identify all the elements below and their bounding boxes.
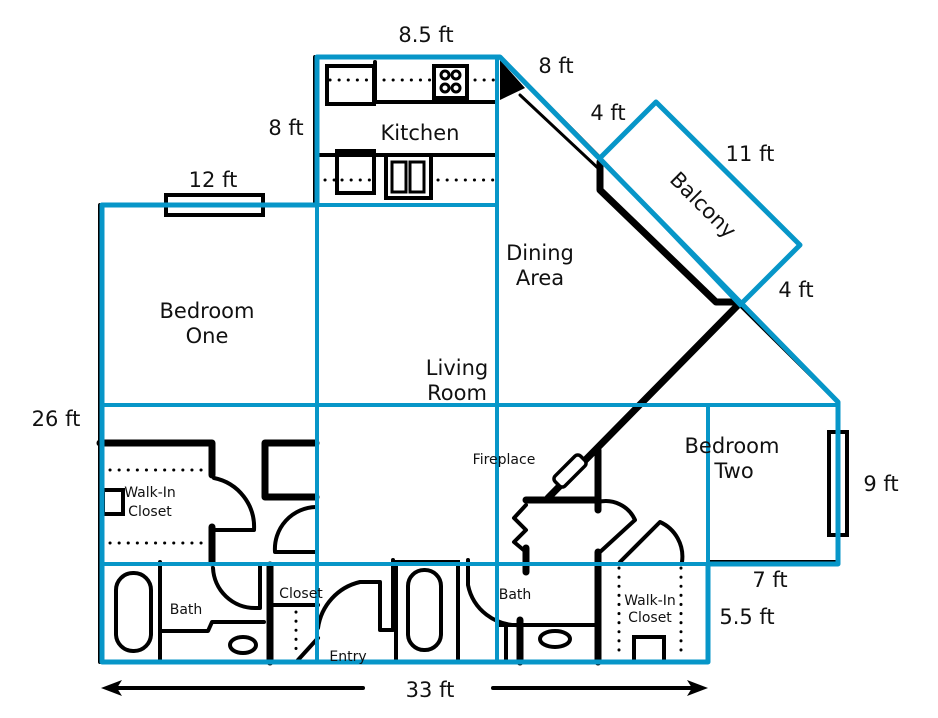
dim-balcony-length: 11 ft bbox=[726, 142, 775, 166]
dim-closet-height: 5.5 ft bbox=[719, 605, 774, 629]
arrow-right-icon bbox=[687, 680, 708, 696]
label-bedroom-two-1: Bedroom bbox=[685, 434, 780, 458]
label-walkin-left-1: Walk-In bbox=[124, 485, 176, 501]
label-entry: Entry bbox=[329, 649, 366, 665]
label-bath-left: Bath bbox=[170, 602, 203, 618]
label-walkin-left-2: Closet bbox=[128, 504, 172, 520]
dim-kitchen-height: 8 ft bbox=[268, 116, 303, 140]
label-living-2: Room bbox=[427, 381, 487, 405]
dim-kitchen-width: 8.5 ft bbox=[398, 23, 453, 47]
dim-balcony-left: 4 ft bbox=[590, 101, 625, 125]
label-balcony: Balcony bbox=[665, 167, 741, 243]
arrow-left-icon bbox=[101, 680, 122, 696]
dim-bedroom-one-width: 12 ft bbox=[189, 168, 238, 192]
label-living-1: Living bbox=[426, 356, 488, 380]
dimension-labels: 8.5 ft 8 ft 4 ft 11 ft 4 ft 8 ft 12 ft 2… bbox=[32, 23, 899, 702]
dim-bedroom-two-bottom: 7 ft bbox=[752, 568, 787, 592]
label-fireplace: Fireplace bbox=[473, 452, 536, 468]
dim-total-width: 33 ft bbox=[406, 678, 455, 702]
dim-balcony-right: 4 ft bbox=[778, 278, 813, 302]
label-dining-1: Dining bbox=[506, 241, 574, 265]
label-bedroom-two-2: Two bbox=[713, 459, 753, 483]
label-dining-2: Area bbox=[516, 266, 564, 290]
label-bath-right: Bath bbox=[499, 587, 532, 603]
label-walkin-right-2: Closet bbox=[628, 610, 672, 626]
width-arrows bbox=[101, 680, 708, 696]
dim-diagonal-top: 8 ft bbox=[538, 54, 573, 78]
dim-total-height: 26 ft bbox=[32, 407, 81, 431]
label-walkin-right-1: Walk-In bbox=[624, 593, 676, 609]
label-bedroom-one-2: One bbox=[186, 324, 229, 348]
measurement-overlay bbox=[99, 54, 841, 665]
label-bedroom-one-1: Bedroom bbox=[160, 299, 255, 323]
label-closet: Closet bbox=[279, 586, 323, 602]
dim-bedroom-two-height: 9 ft bbox=[863, 472, 898, 496]
label-kitchen: Kitchen bbox=[381, 121, 460, 145]
